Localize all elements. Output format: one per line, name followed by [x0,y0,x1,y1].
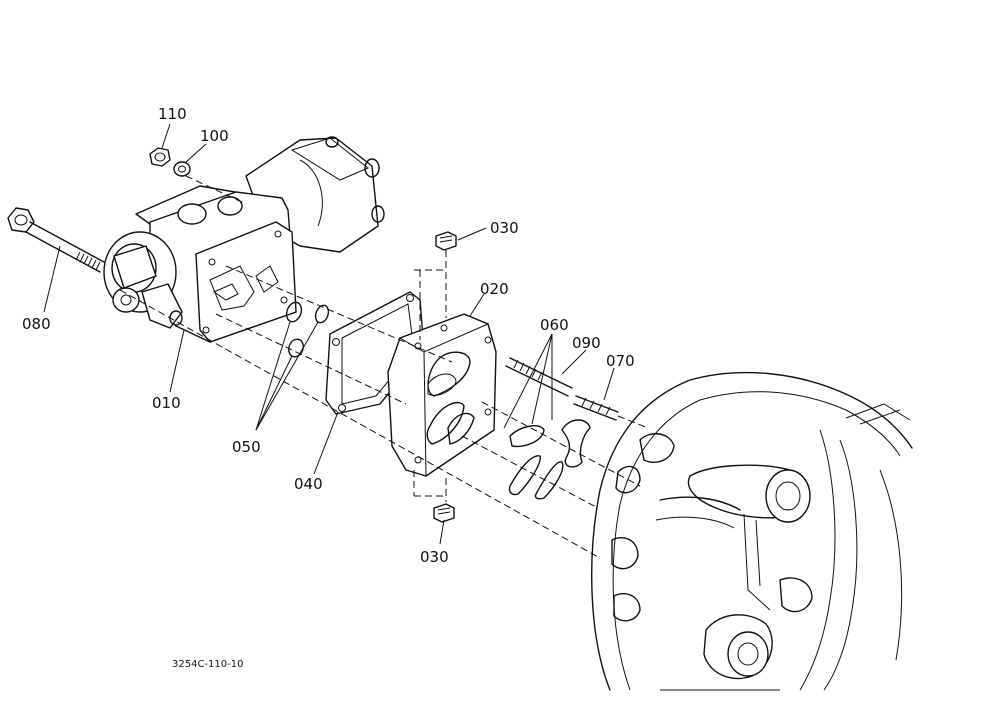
leader-lines [43,123,615,545]
callout-110: 110 [158,105,187,123]
part-090-stud [505,357,573,397]
part-110-nut [149,147,171,167]
callout-010: 010 [152,394,181,412]
part-080-bolt [7,207,105,273]
callout-100: 100 [200,127,229,145]
callout-020: 020 [480,280,509,298]
part-060-seals [508,419,591,500]
callout-090: 090 [572,334,601,352]
callout-070: 070 [606,352,635,370]
drawing-number: 3254C-110-10 [172,659,243,670]
part-010-pump [103,136,385,343]
assembly-centerlines [119,175,649,559]
callout-040: 040 [294,475,323,493]
part-030-plug-bottom [433,503,455,523]
callout-050: 050 [232,438,261,456]
part-070-stud [573,395,619,421]
callout-030-top: 030 [490,219,519,237]
part-100-washer [173,161,191,177]
callout-labels: 110 100 080 010 050 040 030 030 020 060 … [22,105,635,670]
callout-060: 060 [540,316,569,334]
part-030-plug-top [435,231,457,251]
transmission-case [591,371,913,691]
callout-030-bottom: 030 [420,548,449,566]
callout-080: 080 [22,315,51,333]
part-020-valve-block [387,313,497,477]
part-050-o-rings [285,301,330,358]
